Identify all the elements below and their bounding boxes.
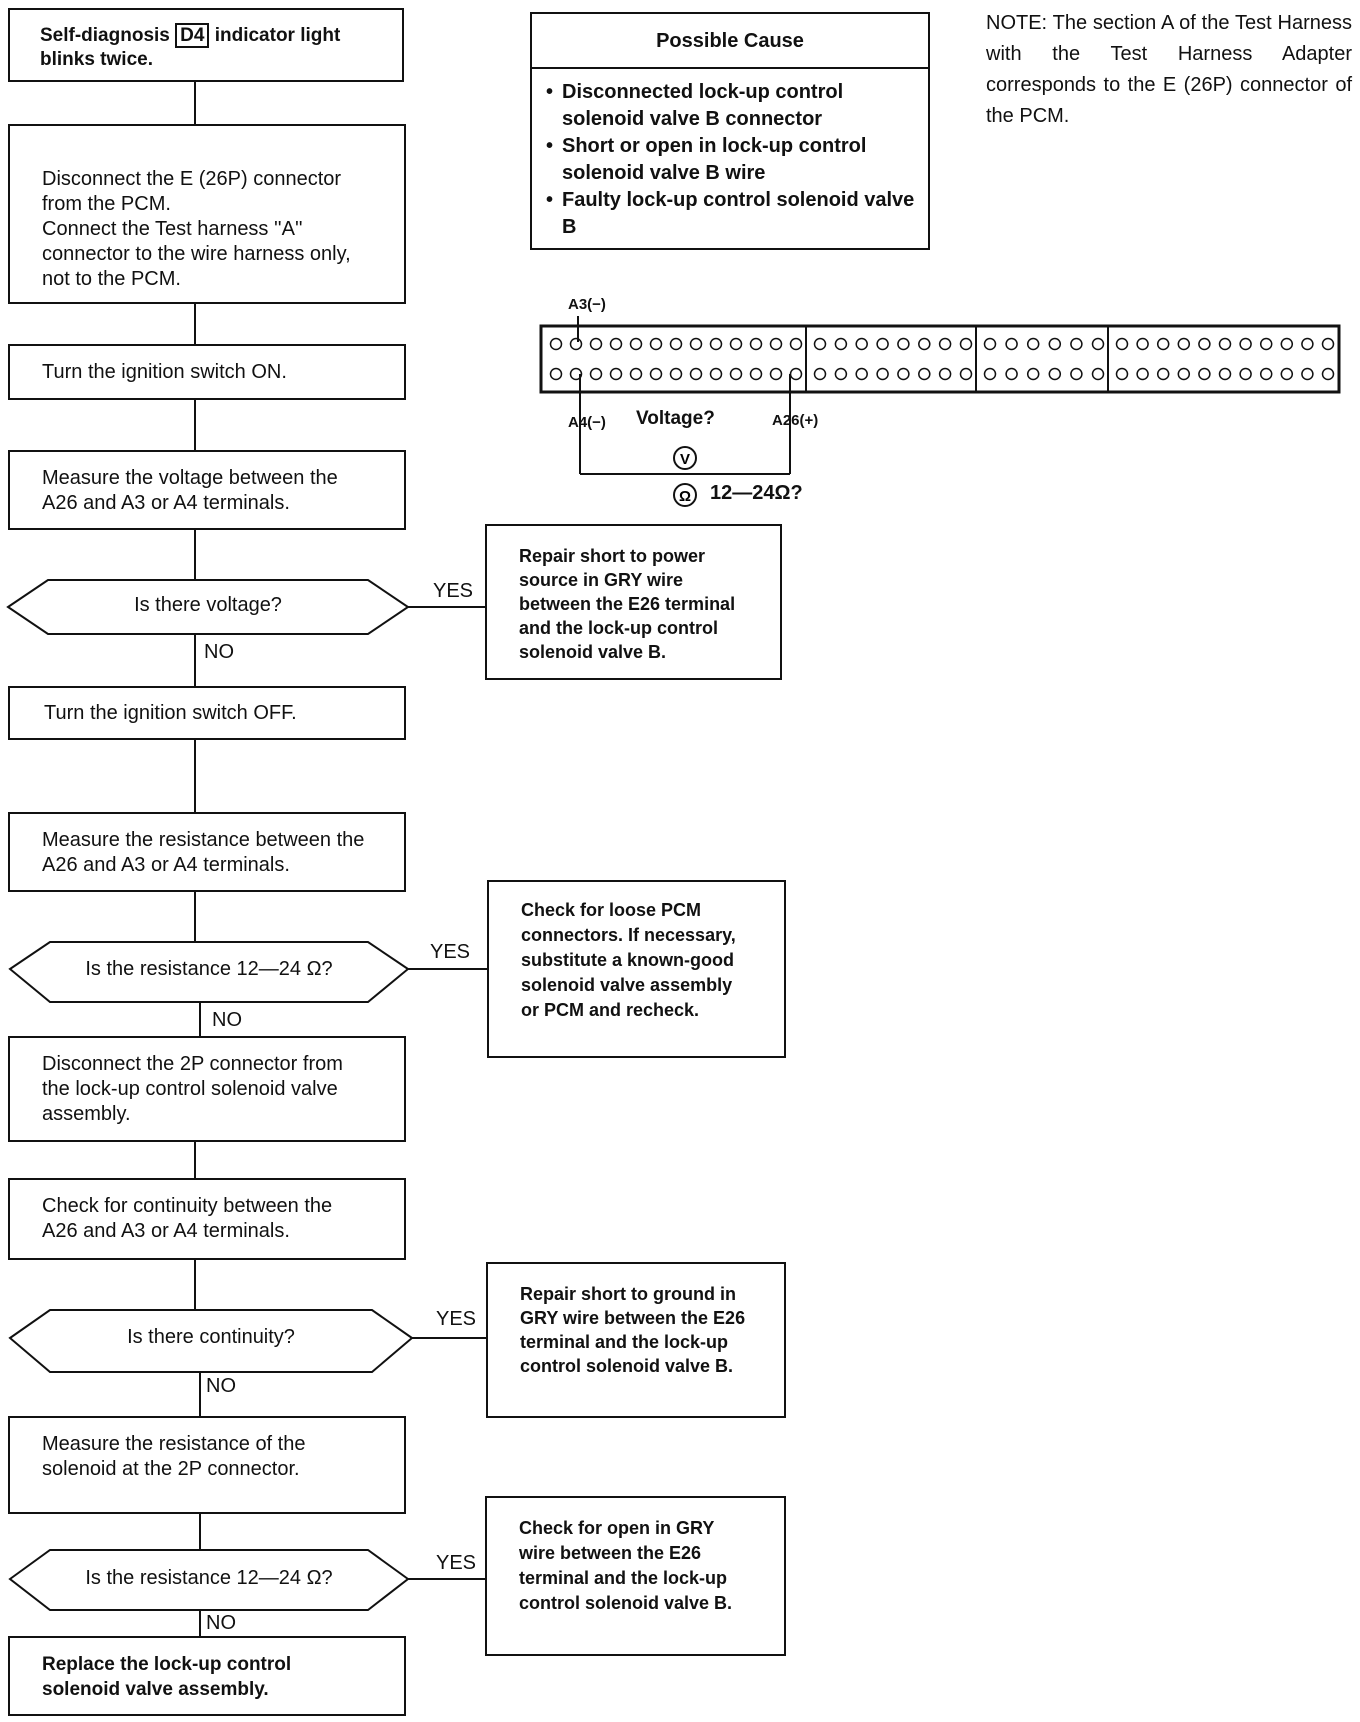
result-short-to-power: Repair short to power source in GRY wire… [485, 524, 782, 680]
step-ignition-on: Turn the ignition switch ON. [8, 344, 406, 400]
step2-text: Turn the ignition switch ON. [42, 361, 287, 383]
decision-resistance-1: Is the resistance 12—24 Ω? [50, 958, 368, 981]
step-disconnect-e26p: Disconnect the E (26P) connector from th… [8, 124, 406, 304]
yes-label-3: YES [436, 1308, 477, 1330]
result-short-to-ground: Repair short to ground in GRY wire betwe… [486, 1262, 786, 1418]
decision2-text: Is the resistance 12—24 Ω? [85, 958, 333, 980]
step-ignition-off: Turn the ignition switch OFF. [8, 686, 406, 740]
no-label-4: NO [206, 1612, 236, 1634]
step-measure-resistance: Measure the resistance between the A26 a… [8, 812, 406, 892]
possible-cause-item: Short or open in lock-up control solenoi… [544, 133, 916, 187]
result-check-loose-connectors: Check for loose PCM connectors. If neces… [487, 880, 786, 1058]
possible-cause-item: Disconnected lock-up control solenoid va… [544, 79, 916, 133]
result1-text: Repair short to power source in GRY wire… [519, 546, 736, 662]
possible-cause-item: Faulty lock-up control solenoid valve B [544, 187, 916, 241]
result-check-open-gry: Check for open in GRY wire between the E… [485, 1496, 786, 1656]
possible-cause-list: Disconnected lock-up control solenoid va… [532, 69, 928, 241]
result3-text: Repair short to ground in GRY wire betwe… [520, 1284, 746, 1376]
step-disconnect-2p: Disconnect the 2P connector from the loc… [8, 1036, 406, 1142]
step6-text: Disconnect the 2P connector from the loc… [42, 1053, 343, 1125]
final-replace-solenoid: Replace the lock-up control solenoid val… [8, 1636, 406, 1716]
step8-text: Measure the resistance of the solenoid a… [42, 1433, 306, 1480]
yes-label-2: YES [430, 941, 471, 963]
no-label-1: NO [204, 641, 234, 663]
decision1-text: Is there voltage? [134, 594, 282, 616]
decision-continuity: Is there continuity? [50, 1326, 372, 1349]
final-text: Replace the lock-up control solenoid val… [42, 1654, 292, 1700]
decision-voltage: Is there voltage? [48, 594, 368, 617]
a26-label: A26(+) [772, 412, 819, 429]
decision4-text: Is the resistance 12—24 Ω? [85, 1567, 333, 1589]
yes-label-1: YES [433, 580, 474, 602]
possible-cause-box: Possible Cause Disconnected lock-up cont… [530, 12, 930, 250]
step-check-continuity: Check for continuity between the A26 and… [8, 1178, 406, 1260]
resistance-label: 12—24Ω? [710, 482, 803, 504]
result2-text: Check for loose PCM connectors. If neces… [521, 900, 736, 1020]
no-label-3: NO [206, 1375, 236, 1397]
a4-label: A4(−) [568, 414, 606, 431]
start-box: Self-diagnosis D4 indicator light blinks… [8, 8, 404, 82]
indicator-badge: D4 [175, 23, 210, 48]
result4-text: Check for open in GRY wire between the E… [519, 1518, 733, 1613]
step7-text: Check for continuity between the A26 and… [42, 1195, 333, 1242]
yes-label-4: YES [436, 1552, 477, 1574]
start-text-after: indicator light blinks twice. [40, 25, 341, 70]
step4-text: Turn the ignition switch OFF. [44, 702, 297, 724]
a3-label: A3(−) [568, 296, 606, 313]
note-text: NOTE: The section A of the Test Harness … [986, 12, 1352, 127]
start-text-before: Self-diagnosis [40, 25, 176, 46]
step1-text: Disconnect the E (26P) connector from th… [42, 168, 351, 290]
voltage-label: Voltage? [636, 408, 715, 429]
no-label-2: NO [212, 1009, 242, 1031]
decision-resistance-2: Is the resistance 12—24 Ω? [50, 1567, 368, 1590]
decision-shapes [6, 579, 414, 1611]
step-measure-solenoid: Measure the resistance of the solenoid a… [8, 1416, 406, 1514]
step3-text: Measure the voltage between the A26 and … [42, 467, 338, 514]
decision3-text: Is there continuity? [127, 1326, 295, 1348]
step-measure-voltage: Measure the voltage between the A26 and … [8, 450, 406, 530]
possible-cause-title: Possible Cause [532, 14, 928, 69]
step5-text: Measure the resistance between the A26 a… [42, 829, 365, 876]
